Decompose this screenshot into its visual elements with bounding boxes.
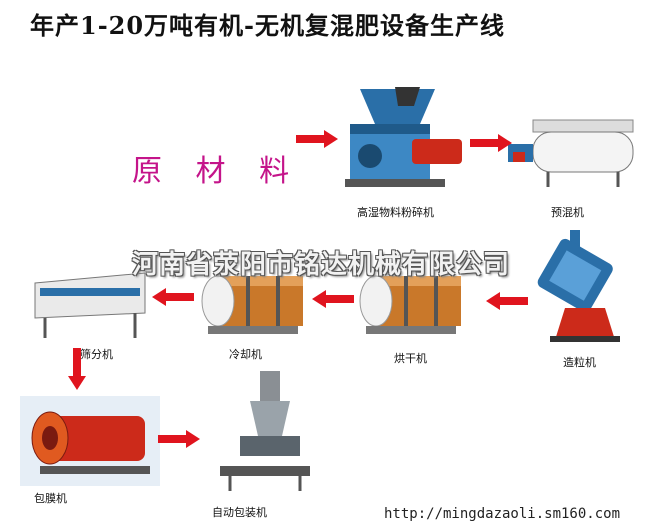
premixer-machine <box>508 119 634 187</box>
arrow-right-1 <box>296 130 338 148</box>
raw-material-label: 原 材 料 <box>132 154 302 189</box>
url-watermark: http://mingdazaoli.sm160.com <box>384 506 621 522</box>
coater-machine <box>20 396 160 486</box>
packer-label: 自动包装机 <box>212 506 267 519</box>
premixer-label: 预混机 <box>551 206 584 219</box>
dryer-label: 烘干机 <box>394 352 427 365</box>
granulator-machine <box>537 230 620 342</box>
granulator-label: 造粒机 <box>563 356 596 369</box>
arrow-left-3 <box>152 288 194 306</box>
screener-label: 筛分机 <box>80 348 113 361</box>
arrow-right-2 <box>470 134 512 152</box>
arrow-right-3 <box>158 430 200 448</box>
arrow-down <box>68 348 86 390</box>
cooler-label: 冷却机 <box>229 348 262 361</box>
arrow-left-2 <box>312 290 354 308</box>
page-title: 年产1-20万吨有机-无机复混肥设备生产线 <box>30 11 506 40</box>
company-watermark: 河南省荥阳市铭达机械有限公司 <box>132 250 511 280</box>
cooler-machine <box>201 275 303 334</box>
crusher-label: 高湿物料粉碎机 <box>357 206 434 219</box>
screener-machine <box>34 272 146 338</box>
arrow-left-1 <box>486 292 528 310</box>
coater-label: 包膜机 <box>34 492 67 505</box>
dryer-machine <box>359 275 461 334</box>
crusher-machine <box>345 87 462 187</box>
packer-machine <box>220 371 310 491</box>
